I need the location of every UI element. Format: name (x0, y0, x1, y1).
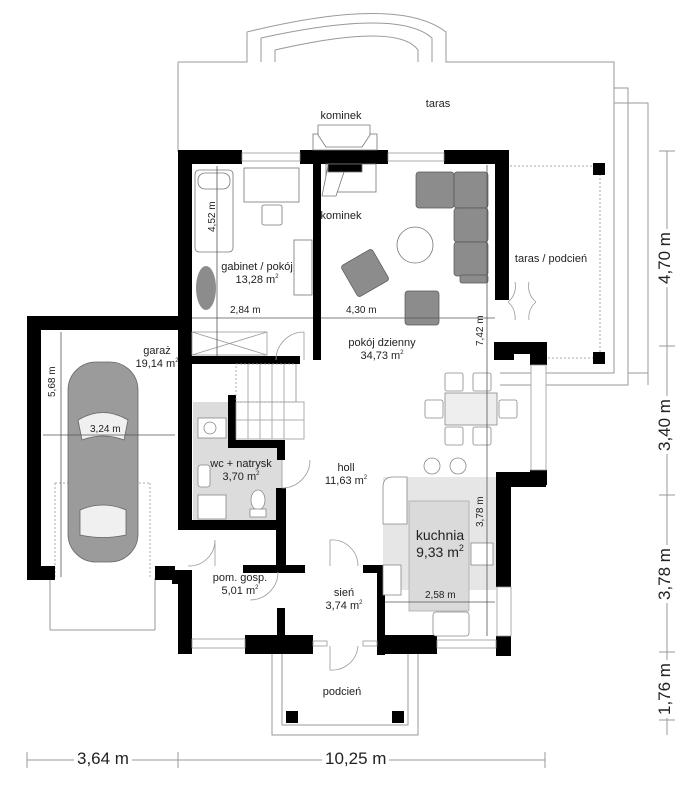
terrace-roof-outline (54, 165, 601, 577)
room-kuchnia: kuchnia 9,33 m2 (415, 527, 465, 560)
label-podcien: podcień (322, 686, 362, 698)
sofa (415, 171, 489, 284)
outer-dim-right-1: 4,70 m (655, 229, 674, 287)
dim-garage-width: 3,24 m (90, 424, 121, 435)
outer-dim-bottom-left: 3,64 m (74, 750, 132, 768)
room-name: pokój dzienny (348, 337, 416, 349)
dim-garage-length: 5,68 m (47, 366, 58, 397)
label-taras-podcien: taras / podcień (514, 253, 588, 265)
room-area: 11,63 m (324, 475, 364, 487)
room-pokoj-dzienny: pokój dzienny 34,73 m2 (348, 337, 416, 362)
room-pom-gosp: pom. gosp. 5,01 m2 (212, 572, 268, 597)
windows (191, 152, 547, 649)
armchair (341, 249, 389, 297)
coffee-table (396, 226, 434, 264)
dim-kitchen-width: 2,58 m (425, 590, 456, 601)
dim-gabinet-depth: 4,52 m (207, 201, 218, 232)
room-name: holl (337, 462, 355, 474)
rug (196, 266, 216, 310)
fireplace-outside (312, 124, 378, 151)
outer-dim-right-4: 1,76 m (655, 660, 674, 718)
label-taras: taras (425, 98, 451, 110)
room-area: 13,28 m (235, 274, 276, 286)
room-area: 19,14 m (135, 358, 176, 370)
room-gabinet: gabinet / pokój 13,28 m2 (221, 261, 293, 286)
room-area: 3,74 m (325, 600, 360, 612)
room-area: 3,70 m (222, 471, 257, 483)
label-kominek-outside: kominek (320, 110, 362, 122)
terrace-column (593, 352, 605, 364)
room-name: sień (333, 587, 355, 599)
stairs (191, 331, 305, 440)
doors (187, 281, 537, 671)
porch-column (286, 711, 298, 723)
room-name: garaż (143, 345, 171, 357)
dim-living-width: 4,30 m (346, 305, 377, 316)
dim-living-depth: 7,42 m (475, 315, 486, 346)
porch-outline (271, 635, 419, 736)
dim-gabinet-width: 2,84 m (230, 305, 261, 316)
dim-kitchen-depth: 3,78 m (475, 496, 486, 527)
room-sien: sień 3,74 m2 (325, 587, 363, 612)
room-holl: holl 11,63 m2 (324, 462, 368, 487)
inner-dimension-lines (43, 165, 495, 636)
gabinet-furniture (194, 167, 313, 296)
car (67, 361, 139, 563)
room-wc: wc + natrysk 3,70 m2 (210, 458, 272, 483)
room-garaz: garaż 19,14 m2 (135, 345, 179, 370)
wc-fixtures (197, 417, 267, 520)
outer-dim-bottom-right: 10,25 m (322, 750, 390, 768)
fireplace-inside (321, 163, 377, 197)
terrace-column (593, 163, 605, 175)
dining-set (423, 372, 518, 475)
outer-dim-right-3: 3,78 m (655, 545, 674, 603)
room-name: kuchnia (415, 527, 465, 543)
walls (27, 150, 547, 656)
outer-dim-right-2: 3,40 m (655, 396, 674, 454)
kitchen-counters (382, 476, 494, 637)
room-name: gabinet / pokój (221, 261, 293, 273)
room-area: 34,73 m (360, 350, 401, 362)
label-kominek-inside: kominek (320, 210, 362, 222)
room-name: pom. gosp. (212, 572, 268, 584)
terrace-outline (177, 13, 649, 386)
room-name: wc + natrysk (210, 458, 272, 470)
porch-column (392, 711, 404, 723)
room-area: 5,01 m (221, 585, 256, 597)
room-area: 9,33 m (416, 544, 459, 560)
armchair (404, 290, 440, 326)
